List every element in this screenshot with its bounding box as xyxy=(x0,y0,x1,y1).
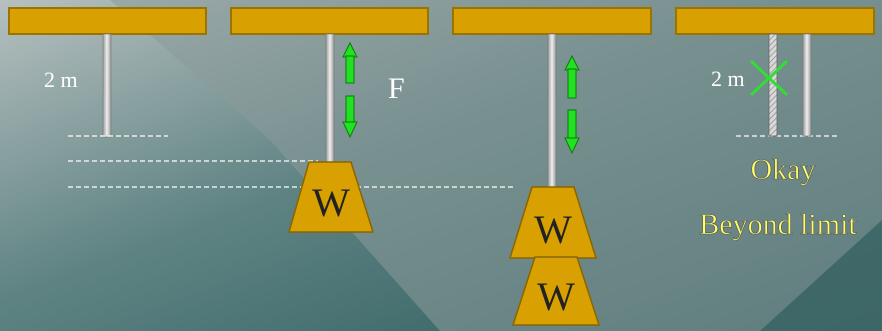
force-label: F xyxy=(388,72,405,105)
panel-unloaded: 2 m xyxy=(44,33,112,138)
beam-1 xyxy=(8,7,207,35)
weight-label-2: W xyxy=(534,207,572,252)
arrow-up-icon xyxy=(564,54,580,99)
arrow-up-icon xyxy=(342,41,358,84)
beam-2 xyxy=(230,7,429,35)
weight-block-2 xyxy=(508,186,598,259)
panel-single-weight: W F xyxy=(288,33,405,233)
rod-double-loaded xyxy=(547,33,557,188)
weight-label-3: W xyxy=(537,274,575,319)
weight-block-1 xyxy=(288,161,375,233)
beam-3 xyxy=(452,7,652,35)
rod-loaded xyxy=(325,33,335,163)
beam-4 xyxy=(675,7,875,35)
panel-double-weight: W W xyxy=(508,33,601,326)
background-light-wedge xyxy=(110,0,882,331)
cross-icon xyxy=(750,60,788,96)
reference-lines xyxy=(68,135,838,188)
panel-comparison: 2 m Okay Beyond limit xyxy=(699,33,858,241)
background-dark-corner xyxy=(760,220,882,331)
arrow-down-icon xyxy=(564,109,580,155)
arrow-down-icon xyxy=(342,95,358,139)
length-label-left: 2 m xyxy=(44,67,78,92)
weight-label-1: W xyxy=(312,180,350,225)
rod-reference xyxy=(802,33,812,137)
length-label-right: 2 m xyxy=(711,66,745,91)
rod-unloaded xyxy=(102,33,112,138)
beyond-limit-label: Beyond limit xyxy=(699,208,857,241)
weight-block-3 xyxy=(511,256,601,326)
okay-label: Okay xyxy=(751,153,816,186)
